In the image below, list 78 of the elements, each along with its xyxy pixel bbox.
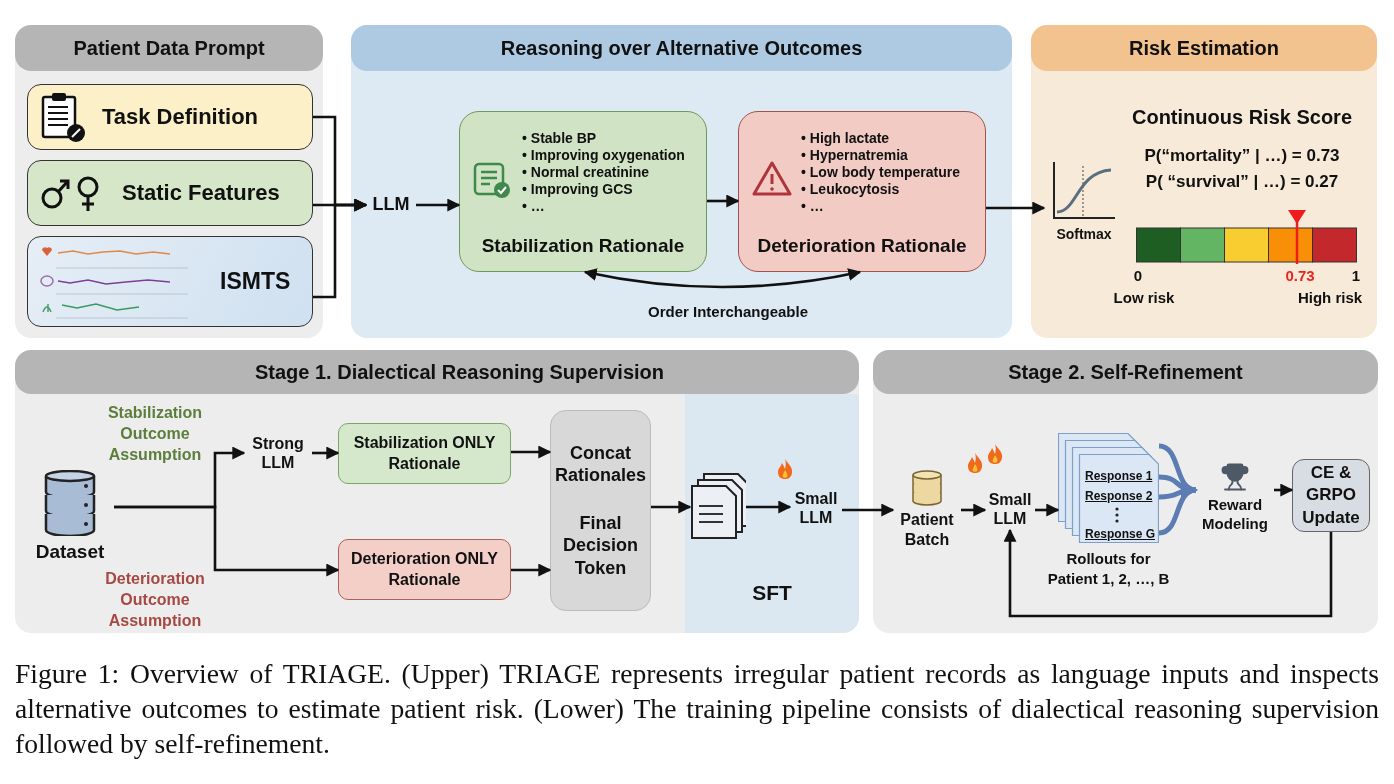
bullet-item: • Leukocytosis: [801, 181, 901, 198]
rationale-box: [459, 111, 707, 272]
bullet-item: • Normal creatinine: [522, 164, 651, 181]
bullet-item: • Improving oxygenation: [522, 147, 685, 164]
model-label: Small LLM: [790, 487, 842, 529]
panel-header: Reasoning over Alternative Outcomes: [351, 25, 1012, 71]
bullet-item: • Low body temperature: [801, 164, 960, 181]
region-title: SFT: [751, 581, 793, 605]
risk-text: Continuous Risk Score: [1131, 105, 1353, 130]
panel: [1031, 25, 1377, 338]
arrow: [961, 503, 987, 517]
model-label: Small LLM: [985, 488, 1035, 530]
panel: [351, 25, 1012, 338]
node-label: Dataset: [35, 540, 105, 564]
panel: [15, 25, 323, 338]
arrow: [313, 198, 368, 299]
node-label: Softmax: [1056, 226, 1112, 244]
model-label: Strong LLM: [244, 432, 312, 474]
input-card: [27, 160, 313, 226]
arrow: [1158, 484, 1198, 536]
response-item: Response G: [1085, 527, 1156, 541]
panel-header: Stage 2. Self-Refinement: [873, 350, 1378, 394]
risk-text: High risk: [1296, 288, 1364, 308]
node-label: Reward Modeling: [1201, 496, 1269, 534]
input-card: [27, 236, 313, 327]
panel: [873, 350, 1378, 633]
arrow: [651, 500, 692, 514]
arrow: [1035, 503, 1060, 517]
panel: [15, 350, 859, 633]
input-card: [27, 84, 313, 150]
box-text: Final Decision Token: [562, 511, 639, 580]
sft-region: [685, 394, 859, 633]
arrow: [842, 503, 895, 517]
node-label: Patient Batch: [899, 510, 955, 550]
card-title: Task Definition: [102, 104, 259, 130]
bullet-item: • Hypernatremia: [801, 147, 909, 164]
process-box: Deterioration ONLY Rationale: [338, 539, 511, 600]
risk-text: 1: [1350, 266, 1362, 286]
assumption-note: Deterioration Outcome Assumption: [104, 569, 206, 631]
bullet-item: • …: [801, 198, 825, 215]
bullet-item: • High lactate: [801, 130, 891, 147]
process-box: CE & GRPO Update: [1292, 459, 1370, 532]
assumption-note: Stabilization Outcome Assumption: [106, 403, 204, 465]
response-item: Response 1: [1085, 469, 1153, 483]
box-title: Stabilization Rationale: [480, 235, 686, 257]
card-title: Static Features: [122, 180, 280, 206]
model-label: LLM: [366, 190, 416, 220]
process-box: Stabilization ONLY Rationale: [338, 423, 511, 484]
risk-text: Low risk: [1112, 288, 1176, 308]
risk-text: 0: [1132, 266, 1144, 286]
arrow: [312, 446, 340, 460]
risk-text: P( “survival” | …) = 0.27: [1144, 171, 1340, 193]
bullet-item: • Improving GCS: [522, 181, 634, 198]
box-text: Concat Rationales: [554, 441, 647, 487]
risk-text: 0.73: [1284, 266, 1316, 286]
arrow: [511, 445, 552, 459]
arrow: [416, 198, 461, 212]
panel-header: Patient Data Prompt: [15, 25, 323, 71]
bullet-item: • …: [522, 198, 546, 215]
rationale-box: [738, 111, 986, 272]
bullet-item: • Stable BP: [522, 130, 598, 147]
response-item: Response 2: [1085, 489, 1153, 503]
risk-text: P(“mortality” | …) = 0.73: [1143, 145, 1341, 167]
arrow: [1274, 483, 1294, 497]
arrow: [746, 500, 792, 514]
arrow: [1003, 528, 1333, 618]
panel-header: Risk Estimation: [1031, 25, 1377, 71]
figure-caption: Figure 1: Overview of TRIAGE. (Upper) TRIAGE represents irregular patient records as language inputs and inspects alternative outcomes to estimate patient risk. (Lower) The training pipeline consists of dialectical reasoning supervision followed by self-refinement.: [15, 657, 1379, 761]
arrow: [707, 194, 740, 208]
arrow: [511, 563, 552, 577]
stack-caption: Rollouts for Patient 1, 2, …, B: [1046, 549, 1171, 590]
arrow: [583, 267, 862, 289]
panel-header: Stage 1. Dialectical Reasoning Supervision: [15, 350, 859, 394]
card-title: ISMTS: [220, 268, 291, 295]
arrow: [114, 505, 340, 577]
arrow: [986, 201, 1046, 215]
process-box: [550, 410, 651, 611]
box-title: Deterioration Rationale: [756, 235, 968, 257]
